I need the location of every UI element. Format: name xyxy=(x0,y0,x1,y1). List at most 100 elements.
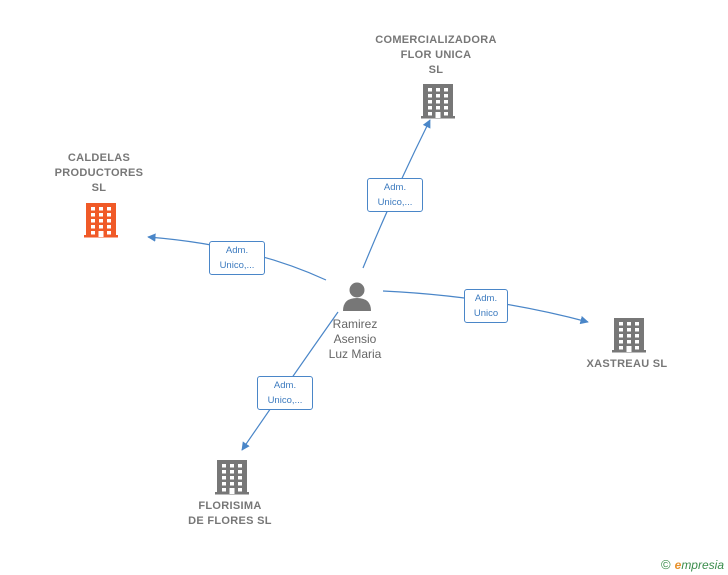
edge-label-line: Unico,... xyxy=(219,260,255,271)
building-icon-comercializadora[interactable] xyxy=(421,84,455,119)
building-window xyxy=(99,219,103,223)
edge-label-comercializadora[interactable]: Adm. Unico,... xyxy=(367,178,423,212)
edge-label-line: Adm. xyxy=(474,293,498,304)
label-line: Asensio xyxy=(333,332,377,346)
building-window xyxy=(230,464,234,468)
label-line: Luz Maria xyxy=(328,347,382,361)
building-window xyxy=(222,476,226,480)
building-window xyxy=(107,207,111,211)
building-window xyxy=(238,476,242,480)
building-window xyxy=(619,334,623,338)
person-icon[interactable] xyxy=(343,282,371,312)
building-window xyxy=(107,219,111,223)
building-window xyxy=(107,225,111,229)
edge-label-line: Adm. xyxy=(225,245,249,256)
building-window xyxy=(444,94,448,98)
building-window xyxy=(428,100,432,104)
building-window xyxy=(436,94,440,98)
building-icon-xastreau[interactable] xyxy=(612,318,646,353)
brand-logo: empresia xyxy=(675,558,724,572)
building-window xyxy=(444,100,448,104)
edge-label-line: Unico xyxy=(473,308,499,319)
label-line: SL xyxy=(91,182,107,194)
building-window xyxy=(99,225,103,229)
building-window xyxy=(222,488,226,492)
building-window xyxy=(238,464,242,468)
edge-label-line: Adm. xyxy=(383,182,407,193)
building-door xyxy=(435,112,441,118)
building-door xyxy=(98,231,104,237)
building-window xyxy=(619,340,623,344)
label-line: Ramirez xyxy=(332,317,378,331)
building-window xyxy=(444,112,448,116)
label-line: DE FLORES SL xyxy=(188,515,272,527)
brand-initial: e xyxy=(674,558,682,572)
building-window xyxy=(635,340,639,344)
label-line: FLORISIMA xyxy=(198,500,262,512)
building-door xyxy=(229,488,235,494)
building-window xyxy=(436,106,440,110)
building-window xyxy=(627,340,631,344)
edge-label-line: Unico,... xyxy=(267,395,303,406)
company-label-caldelas[interactable]: CALDELAS PRODUCTORES SL xyxy=(30,151,168,196)
building-window xyxy=(444,88,448,92)
copyright-icon: © xyxy=(661,557,671,572)
edge-label-caldelas[interactable]: Adm. Unico,... xyxy=(209,241,265,275)
edge-label-xastreau[interactable]: Adm. Unico xyxy=(464,289,508,323)
building-window xyxy=(619,346,623,350)
company-label-florisima[interactable]: FLORISIMA DE FLORES SL xyxy=(168,499,292,529)
label-line: COMERCIALIZADORA xyxy=(375,34,497,46)
building-door xyxy=(626,346,632,352)
building-window xyxy=(436,100,440,104)
building-window xyxy=(444,106,448,110)
person-label[interactable]: Ramirez Asensio Luz Maria xyxy=(310,317,400,362)
edge-label-line: Adm. xyxy=(273,380,297,391)
building-window xyxy=(436,88,440,92)
building-window xyxy=(635,322,639,326)
label-line: CALDELAS xyxy=(67,152,131,164)
building-icon-florisima[interactable] xyxy=(215,460,249,495)
building-window xyxy=(230,476,234,480)
building-window xyxy=(91,231,95,235)
label-line: PRODUCTORES xyxy=(54,167,144,179)
building-window xyxy=(635,346,639,350)
building-window xyxy=(238,482,242,486)
building-window xyxy=(428,88,432,92)
building-window xyxy=(91,225,95,229)
building-window xyxy=(230,470,234,474)
edge-label-florisima[interactable]: Adm. Unico,... xyxy=(257,376,313,410)
building-window xyxy=(635,334,639,338)
building-window xyxy=(619,322,623,326)
building-window xyxy=(635,328,639,332)
label-line: FLOR UNICA xyxy=(400,49,472,61)
building-window xyxy=(619,328,623,332)
company-label-comercializadora[interactable]: COMERCIALIZADORA FLOR UNICA SL xyxy=(356,33,516,78)
building-window xyxy=(238,488,242,492)
building-window xyxy=(627,334,631,338)
building-window xyxy=(627,328,631,332)
building-window xyxy=(91,213,95,217)
building-window xyxy=(222,470,226,474)
building-window xyxy=(428,112,432,116)
brand-name: mpresia xyxy=(681,558,724,572)
building-window xyxy=(107,231,111,235)
building-window xyxy=(99,207,103,211)
building-window xyxy=(428,106,432,110)
label-line: SL xyxy=(428,64,444,76)
building-window xyxy=(222,464,226,468)
footer-brand[interactable]: ©empresia xyxy=(661,557,724,572)
building-window xyxy=(428,94,432,98)
building-window xyxy=(107,213,111,217)
edge-label-line: Unico,... xyxy=(377,197,413,208)
building-window xyxy=(238,470,242,474)
building-window xyxy=(230,482,234,486)
building-window xyxy=(99,213,103,217)
building-window xyxy=(222,482,226,486)
company-label-xastreau[interactable]: XASTREAU SL xyxy=(572,357,682,372)
building-window xyxy=(91,207,95,211)
label-line: XASTREAU SL xyxy=(586,358,668,370)
building-window xyxy=(627,322,631,326)
building-icon-caldelas[interactable] xyxy=(84,203,118,238)
building-window xyxy=(91,219,95,223)
